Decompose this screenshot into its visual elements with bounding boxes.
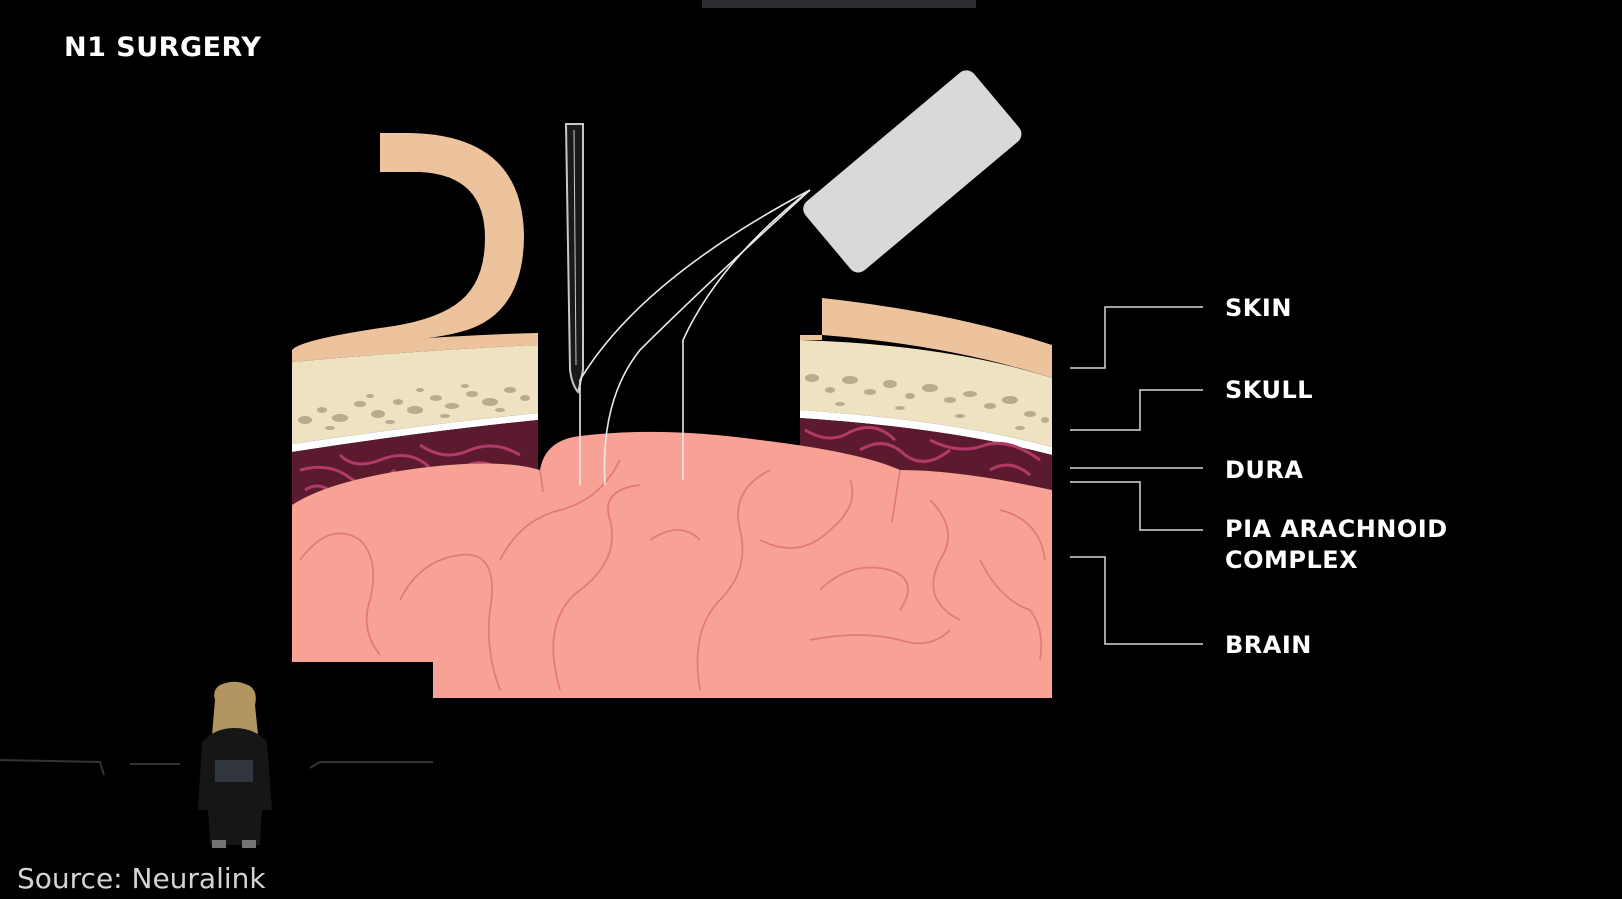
right-dura-layer	[800, 410, 1052, 455]
left-bone-speckles	[298, 384, 530, 430]
right-skull-cap	[800, 335, 822, 340]
label-dura: DURA	[1225, 456, 1304, 484]
label-brain: BRAIN	[1225, 631, 1312, 659]
stage-edge	[0, 759, 433, 776]
right-vessels	[804, 426, 1041, 477]
retracted-skin-flap	[292, 133, 524, 360]
slide-title: N1 SURGERY	[64, 32, 262, 63]
implant-device	[803, 70, 1022, 273]
right-bone-speckles	[805, 374, 1049, 430]
label-pia-line1: PIA ARACHNOID	[1225, 515, 1448, 543]
label-pia-line2: COMPLEX	[1225, 546, 1359, 574]
inserter-needle	[564, 123, 584, 395]
label-pia-arachnoid: PIA ARACHNOID COMPLEX	[1225, 514, 1448, 576]
video-progress-bar	[702, 0, 976, 8]
left-skull-layer	[292, 345, 538, 444]
brain-folds	[299, 459, 1046, 691]
left-skin-layer	[292, 333, 538, 362]
label-connector-lines	[1070, 306, 1203, 645]
brain	[292, 431, 1052, 698]
right-skin-layer	[822, 298, 1052, 378]
label-skull: SKULL	[1225, 376, 1314, 404]
source-caption: Source: Neuralink	[17, 862, 266, 895]
right-skull-layer	[800, 340, 1052, 447]
presenter	[198, 681, 272, 848]
electrode-threads	[579, 189, 811, 486]
label-skin: SKIN	[1225, 294, 1292, 322]
left-dura-layer	[292, 413, 538, 452]
